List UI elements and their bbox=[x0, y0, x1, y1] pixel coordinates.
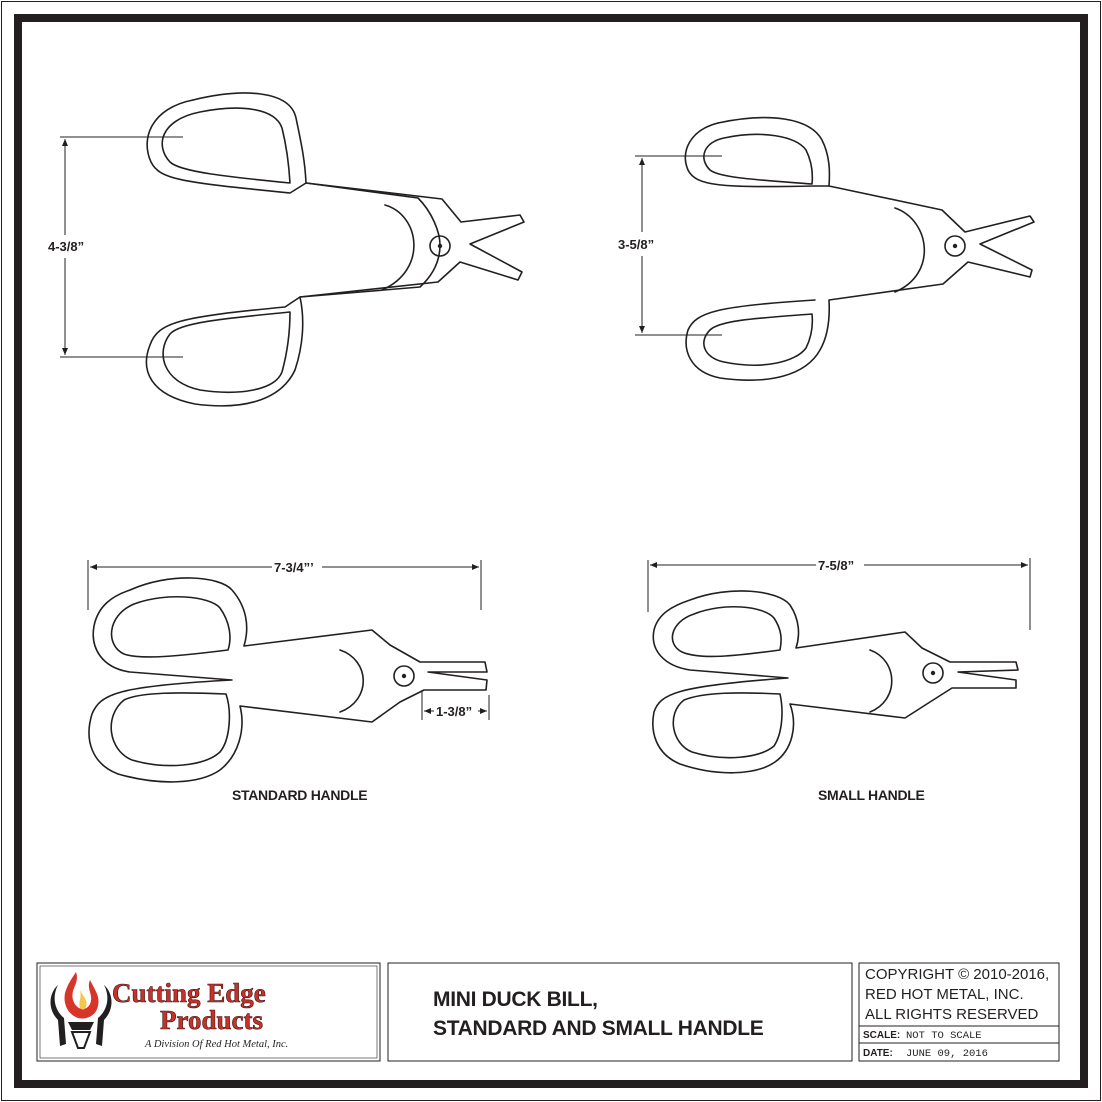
dimension-small-height: 3-5/8” bbox=[618, 237, 654, 252]
dimension-standard-length: 7-3/4”’ bbox=[274, 560, 314, 575]
date-label: DATE: bbox=[863, 1048, 893, 1059]
logo-tagline: A Division Of Red Hot Metal, Inc. bbox=[144, 1039, 288, 1050]
caption-standard-handle: STANDARD HANDLE bbox=[232, 787, 367, 803]
scale-label: SCALE: bbox=[863, 1030, 900, 1041]
copyright-line3: ALL RIGHTS RESERVED bbox=[865, 1006, 1039, 1023]
title-block: Cutting Edge Products A Division Of Red … bbox=[36, 962, 1060, 1062]
standard-handle-open-drawing: 4-3/8” bbox=[48, 92, 525, 407]
flame-hands-logo bbox=[50, 972, 112, 1049]
title-box bbox=[387, 962, 853, 1062]
drawing-title-line2: STANDARD AND SMALL HANDLE bbox=[433, 1017, 764, 1040]
copyright-line2: RED HOT METAL, INC. bbox=[865, 986, 1024, 1003]
dimension-standard-height: 4-3/8” bbox=[48, 239, 84, 254]
small-handle-closed-drawing: 7-5/8” SMALL HANDLE bbox=[647, 558, 1031, 803]
logo-brand-line2: Products bbox=[160, 1005, 263, 1035]
logo-box bbox=[36, 962, 381, 1062]
drawing-title-line1: MINI DUCK BILL, bbox=[433, 988, 598, 1011]
copyright-line1: COPYRIGHT © 2010-2016, bbox=[865, 966, 1049, 983]
dimension-small-length: 7-5/8” bbox=[818, 558, 854, 573]
dimension-blade-length: 1-3/8” bbox=[436, 704, 472, 719]
date-value: JUNE 09, 2016 bbox=[906, 1048, 988, 1060]
standard-handle-closed-drawing: 7-3/4”’ 1-3/8” STANDARD HANDLE bbox=[87, 560, 490, 803]
small-handle-open-drawing: 3-5/8” bbox=[618, 116, 1035, 381]
info-box bbox=[858, 962, 1060, 1062]
inner-border bbox=[14, 14, 1088, 1088]
scale-value: NOT TO SCALE bbox=[906, 1030, 982, 1042]
logo-brand-line1: Cutting Edge bbox=[112, 978, 266, 1008]
caption-small-handle: SMALL HANDLE bbox=[818, 787, 925, 803]
